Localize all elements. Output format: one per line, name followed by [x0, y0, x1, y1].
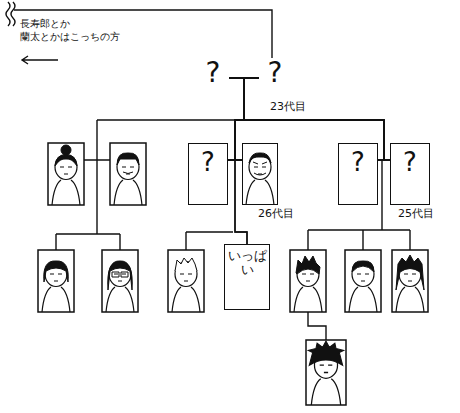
hair — [175, 258, 197, 271]
descent-line — [244, 78, 390, 160]
descent-line — [235, 78, 259, 160]
hair-short — [44, 261, 69, 282]
face — [42, 262, 70, 313]
break-mark — [6, 2, 15, 26]
hair — [108, 261, 133, 290]
hair-crop — [352, 261, 374, 272]
hair — [117, 153, 139, 165]
ancestry-line — [14, 10, 272, 58]
portrait-frame — [110, 143, 146, 205]
member-mark: ?23代目 — [259, 58, 291, 97]
pointer-arrow — [22, 56, 58, 64]
hair-spiky — [308, 341, 344, 365]
glasses — [112, 272, 128, 277]
portrait-frame — [48, 143, 84, 205]
portrait-frame — [38, 250, 74, 312]
generation-label: 26代目 — [257, 208, 295, 220]
hair-wild — [396, 255, 424, 290]
hair — [44, 261, 69, 282]
hair-long — [108, 261, 133, 290]
face — [246, 155, 274, 206]
member-box: ? — [338, 143, 378, 205]
member-text: ? — [391, 144, 429, 177]
hair — [249, 153, 271, 163]
hair — [396, 255, 424, 290]
hair — [352, 261, 374, 272]
portrait-frame — [290, 250, 326, 312]
hair-bun — [55, 145, 77, 166]
member-text: ? — [339, 144, 377, 177]
portrait-frame — [392, 250, 428, 312]
tree-lines — [6, 2, 410, 340]
member-text: ? — [197, 58, 229, 89]
family-line — [84, 120, 241, 160]
note-label: 長寿郎とか 蘭太とかはこっちの方 — [20, 18, 128, 43]
hair — [55, 155, 77, 166]
descent-line — [229, 78, 390, 160]
hair-light — [175, 258, 197, 271]
portrait-frames — [38, 143, 428, 405]
portrait-frame — [345, 250, 381, 312]
member-box: いっぱい — [224, 244, 270, 310]
face — [106, 262, 134, 313]
hair — [44, 145, 424, 365]
face — [52, 155, 80, 206]
descent-line — [228, 160, 247, 244]
generation-label: 23代目 — [269, 101, 307, 113]
member-text: いっぱい — [225, 245, 269, 278]
portrait-frame — [306, 340, 346, 405]
moustache — [123, 172, 133, 174]
generation-label: 25代目 — [397, 208, 435, 220]
face — [349, 262, 377, 313]
member-mark: ? — [197, 58, 229, 97]
descent-line — [235, 160, 247, 244]
portrait-frame — [102, 250, 138, 312]
hair-slick — [117, 153, 139, 174]
hair-spiky — [296, 256, 320, 274]
portrait-frame — [168, 250, 204, 312]
hair-old — [249, 153, 271, 175]
marriage-line — [378, 159, 390, 160]
family-line — [308, 312, 326, 340]
hair — [61, 145, 71, 155]
member-box: 26代目 — [242, 143, 278, 205]
portraits — [42, 155, 424, 406]
hair — [308, 341, 344, 365]
moustache — [253, 162, 267, 175]
member-text: ? — [259, 58, 291, 89]
hair — [296, 256, 320, 274]
member-text: ? — [189, 144, 227, 177]
member-box: ?25代目 — [390, 143, 430, 205]
family-line — [186, 232, 233, 250]
member-box: ? — [188, 143, 228, 205]
